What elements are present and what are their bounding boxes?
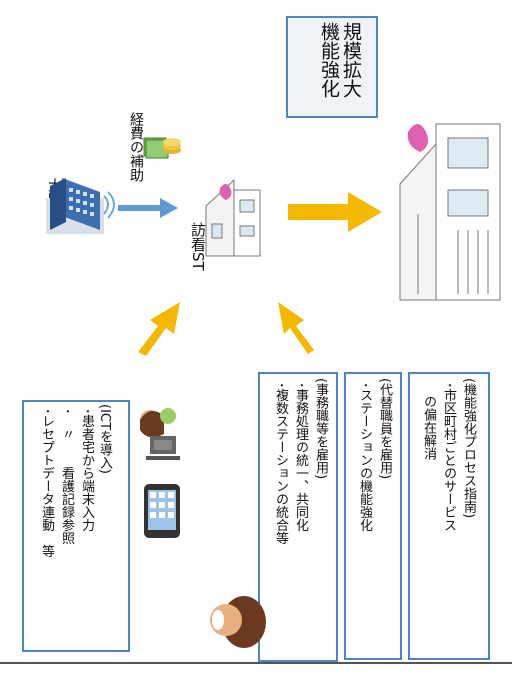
station-house-icon — [205, 178, 261, 257]
process-title: (機能強化プロセス指南) — [461, 378, 476, 519]
ict-line-1: ･患者宅から端末入力 — [79, 408, 94, 532]
yellow-arrow-diagonal-1 — [138, 302, 180, 356]
money-icon — [143, 137, 181, 159]
office-line-1: ･事務処理の統一、共同化 — [293, 382, 308, 532]
ict-title: (ICTを導入) — [97, 404, 112, 474]
smartphone-icon — [144, 484, 180, 538]
computer-user-icon — [140, 408, 180, 460]
ict-box — [22, 400, 130, 652]
office-line-2: ･複数ステーションの統合等 — [273, 382, 288, 545]
subsidy-label: 経費の補助 — [128, 112, 144, 182]
goal-line-2: 機能強化 — [318, 22, 340, 98]
ict-line-2: ･ 〃 看護記録参照 — [59, 408, 74, 545]
substitute-box — [344, 372, 402, 660]
process-line-2: の偏在解消 — [421, 382, 436, 460]
bottom-rule — [0, 662, 512, 664]
yellow-arrow-right — [288, 192, 382, 232]
ict-line-3: ･レセプトデータ連動 等 — [39, 408, 54, 558]
process-line-1: ･市区町村ごとのサービス — [441, 382, 456, 532]
office-title: (事務職等を雇用) — [313, 378, 328, 480]
process-box — [408, 372, 490, 660]
blue-arrow — [118, 198, 178, 218]
goal-line-1: 規模拡大 — [340, 22, 362, 98]
station-label: 訪看ST — [189, 222, 207, 271]
goal-box — [286, 16, 378, 118]
substitute-line-1: ･ステーションの機能強化 — [357, 382, 372, 532]
building-icon — [46, 178, 115, 234]
large-house-icon — [399, 123, 501, 301]
office-worker-icon — [210, 596, 266, 648]
office-box — [258, 372, 338, 662]
yellow-arrow-diagonal-2 — [278, 302, 314, 354]
substitute-title: (代替職員を雇用) — [377, 378, 392, 480]
